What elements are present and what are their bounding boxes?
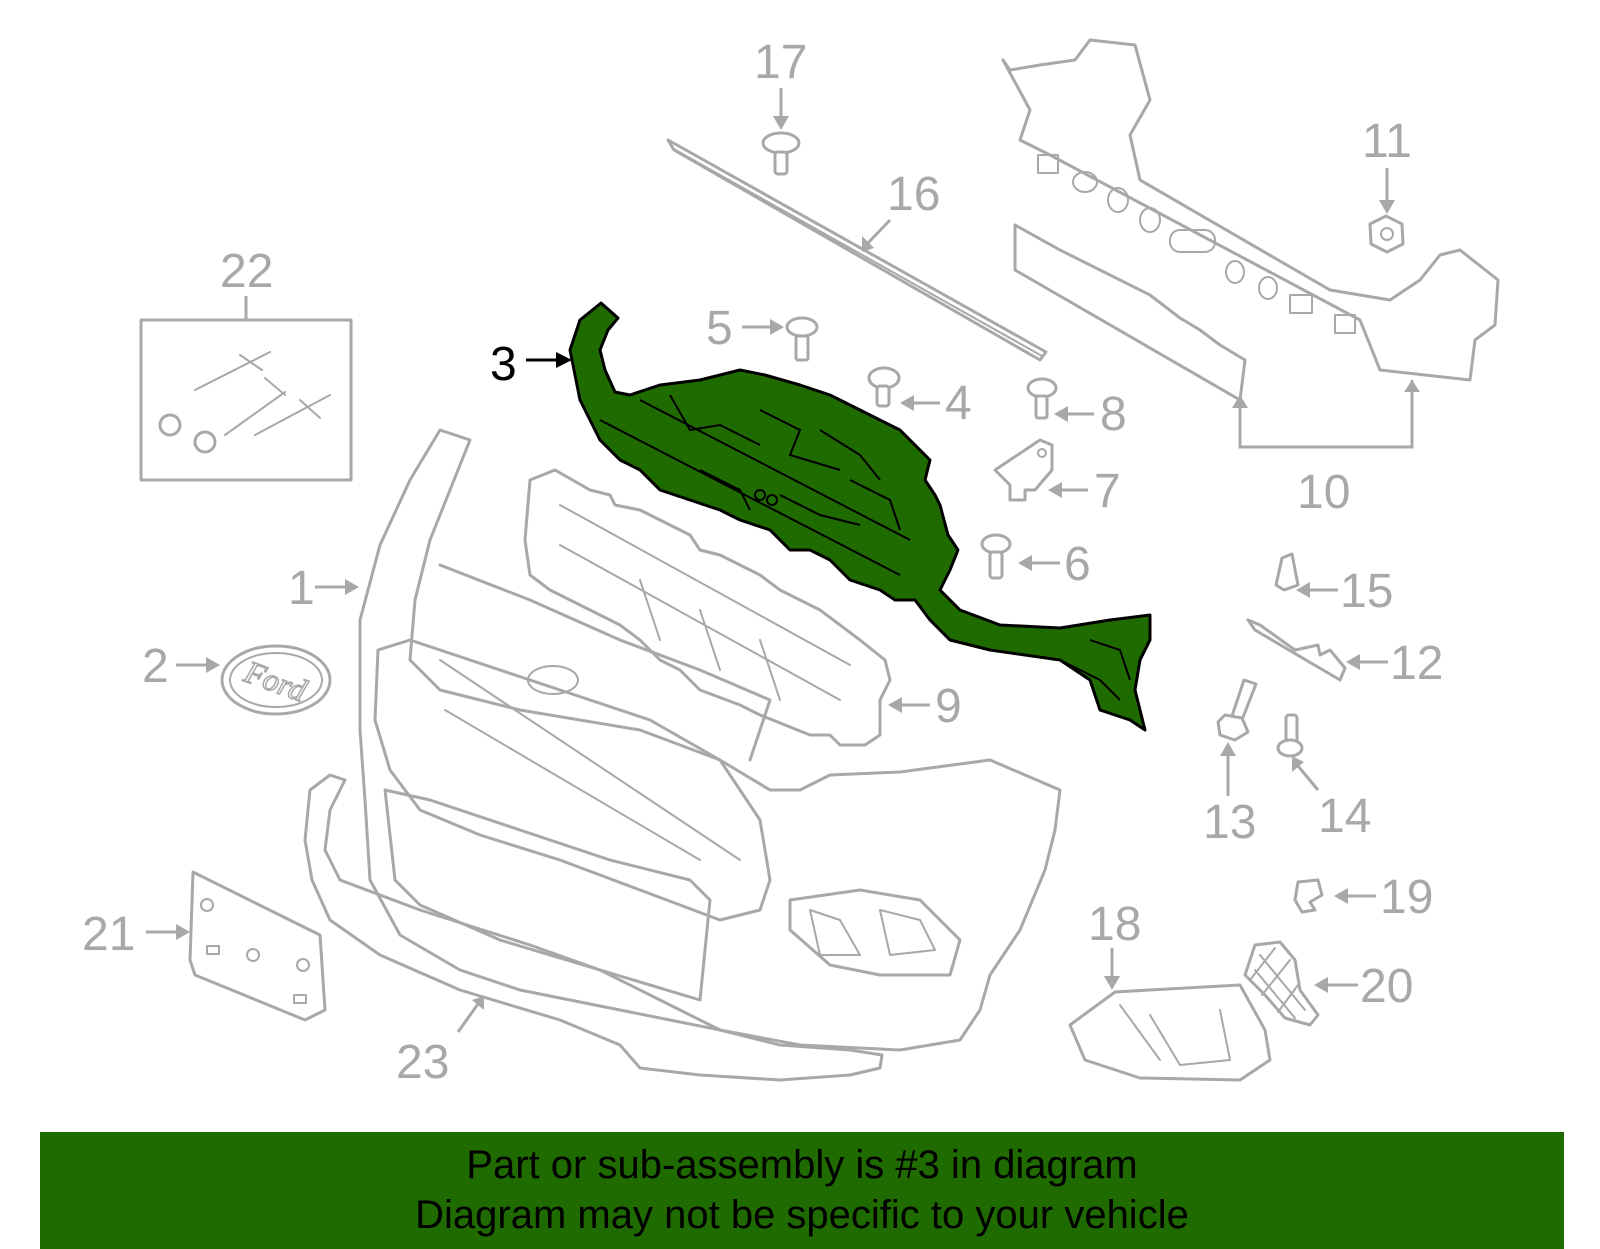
callout-14: 14 [1318, 790, 1371, 843]
callout-18: 18 [1088, 898, 1141, 951]
part-9-grille-support[interactable] [523, 468, 892, 747]
part-14-screw[interactable] [1276, 713, 1304, 758]
part-3-highlighted-absorber[interactable] [568, 301, 1152, 732]
part-8-screw[interactable] [1026, 377, 1058, 420]
callout-11: 11 [1362, 115, 1412, 168]
callout-22: 22 [220, 245, 273, 298]
callout-21: 21 [82, 908, 135, 961]
part-13-bolt[interactable] [1216, 678, 1258, 742]
part-2-emblem[interactable]: Ford [220, 644, 332, 716]
callout-10: 10 [1297, 466, 1350, 519]
part-11-nut[interactable] [1368, 214, 1405, 254]
callout-3: 3 [490, 338, 517, 391]
part-18-bezel[interactable] [1068, 983, 1272, 1082]
part-4-clip[interactable] [867, 366, 901, 408]
callout-16: 16 [887, 168, 940, 221]
callout-2: 2 [142, 640, 169, 693]
callout-labels: 17 16 11 22 5 3 4 8 10 7 6 1 15 2 12 9 1… [82, 36, 1443, 1089]
part-12-bracket[interactable] [1246, 618, 1347, 682]
part-16-strip[interactable] [666, 138, 1048, 362]
part-19-clip[interactable] [1293, 878, 1324, 914]
part-6-pin[interactable] [980, 533, 1012, 580]
part-21-plate-bracket[interactable] [188, 870, 327, 1022]
part-20-grille-insert[interactable] [1243, 940, 1320, 1027]
part-5-bolt[interactable] [785, 316, 819, 362]
callout-19: 19 [1380, 871, 1433, 924]
callout-13: 13 [1203, 796, 1256, 849]
callout-23: 23 [396, 1036, 449, 1089]
callout-9: 9 [935, 680, 962, 733]
callout-12: 12 [1390, 637, 1443, 690]
callout-6: 6 [1064, 538, 1091, 591]
callout-5: 5 [706, 302, 733, 355]
part-7-bracket[interactable] [993, 438, 1054, 502]
callout-leaders [146, 88, 1395, 1033]
callout-8: 8 [1100, 388, 1127, 441]
banner-line-1: Part or sub-assembly is #3 in diagram [466, 1143, 1138, 1187]
callout-15: 15 [1340, 565, 1393, 618]
banner-line-2: Diagram may not be specific to your vehi… [415, 1193, 1189, 1237]
part-3-hole [766, 494, 778, 506]
info-banner: Part or sub-assembly is #3 in diagram Di… [40, 1132, 1564, 1249]
part-3-hole [754, 489, 766, 501]
callout-7: 7 [1094, 465, 1121, 518]
callout-17: 17 [754, 36, 807, 89]
part-1-bumper-cover[interactable] [358, 428, 1062, 1052]
part-10-reinforcement[interactable] [1001, 38, 1500, 449]
callout-20: 20 [1360, 960, 1413, 1013]
part-17-pin[interactable] [761, 131, 801, 176]
part-3-shape [568, 301, 1152, 732]
callout-4: 4 [945, 377, 972, 430]
callout-1: 1 [288, 562, 315, 615]
part-23-lower-valance[interactable] [303, 773, 884, 1082]
part-15-clip[interactable] [1274, 552, 1300, 592]
part-22-fastener-kit[interactable] [139, 318, 353, 482]
part-3-detail [599, 394, 1131, 701]
